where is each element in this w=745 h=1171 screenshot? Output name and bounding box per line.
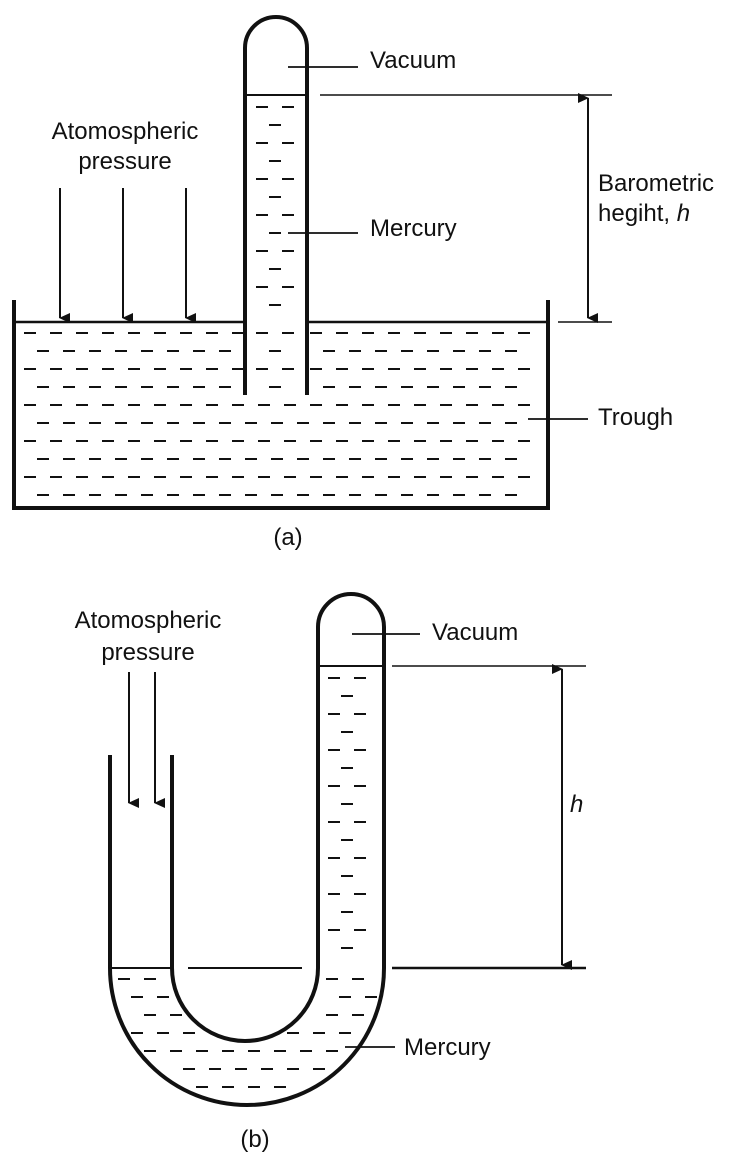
- diagram-a: Atomospheric pressure Vacuum Mercury Tro…: [12, 15, 714, 551]
- mercury-fill-b: [118, 677, 377, 1088]
- height-symbol-a: h: [677, 200, 690, 227]
- height-symbol-b: h: [570, 791, 583, 818]
- diagram-b: Atomospheric pressure Vacuum Mercury h (…: [75, 592, 586, 1153]
- trough-a: [12, 300, 550, 510]
- barometer-tube-a: [243, 15, 309, 395]
- pressure-label-b-line2: pressure: [101, 639, 194, 666]
- pressure-label-a-line1: Atomospheric: [52, 118, 199, 145]
- height-label-a-line2: hegiht, h: [598, 200, 690, 227]
- height-label-a-line1: Barometric: [598, 170, 714, 197]
- caption-b: (b): [240, 1126, 269, 1153]
- height-label-a-text: hegiht,: [598, 200, 677, 227]
- mercury-label-b: Mercury: [404, 1034, 491, 1061]
- mercury-fill-a: [24, 106, 530, 496]
- pressure-label-b-line1: Atomospheric: [75, 607, 222, 634]
- vacuum-label-b: Vacuum: [432, 619, 518, 646]
- pressure-label-a-line2: pressure: [78, 148, 171, 175]
- trough-label-a: Trough: [598, 404, 673, 431]
- u-tube-outer-b: [108, 592, 386, 1107]
- caption-a: (a): [273, 524, 302, 551]
- u-tube-inner-b: [170, 755, 320, 1043]
- vacuum-label-a: Vacuum: [370, 47, 456, 74]
- mercury-label-a: Mercury: [370, 215, 457, 242]
